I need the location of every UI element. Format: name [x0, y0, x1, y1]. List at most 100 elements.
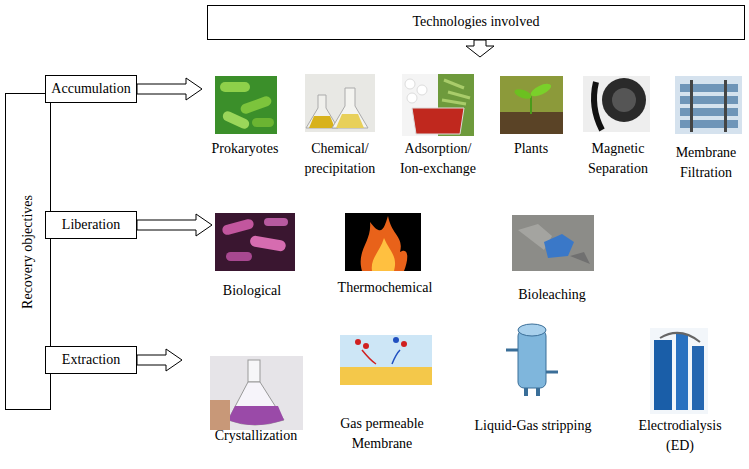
gas-membrane-image — [363, 343, 369, 349]
adsorption-image — [412, 108, 464, 134]
prokaryotes-image — [252, 118, 274, 127]
electrodialysis-image — [654, 340, 672, 410]
technology-caption: Thermochemical — [320, 278, 450, 298]
box-text: Accumulation — [51, 81, 130, 97]
prokaryotes-image — [239, 95, 272, 115]
right-arrow — [137, 214, 212, 236]
biological-image — [215, 213, 295, 271]
box-text: Liberation — [62, 217, 120, 233]
gas-membrane-image — [340, 335, 432, 367]
flame-image — [372, 238, 395, 271]
stripping-tower-image — [506, 350, 558, 372]
technology-caption: Chemical/ precipitation — [294, 139, 386, 179]
technology-caption: Liquid-Gas stripping — [453, 416, 613, 436]
membrane-filtration-image — [690, 80, 693, 132]
plant-image — [500, 76, 563, 134]
magnetic-image — [594, 82, 602, 130]
membrane-filtration-image — [680, 84, 738, 92]
technology-caption: Biological — [197, 281, 307, 301]
technology-caption: Magnetic Separation — [580, 139, 656, 179]
adsorption-image — [402, 74, 474, 136]
down-arrow — [466, 40, 494, 57]
bioleaching-image — [570, 252, 590, 264]
bioleaching-image — [544, 234, 574, 258]
right-arrow — [137, 78, 212, 371]
stripping-tower-image — [524, 388, 528, 396]
right-arrow — [137, 78, 202, 100]
down-arrow — [466, 40, 494, 57]
magnetic-image — [612, 88, 636, 112]
gas-membrane-image — [393, 337, 399, 343]
flame-image — [361, 216, 408, 271]
prokaryotes-image — [215, 76, 277, 134]
technology-caption: Gas permeable Membrane — [330, 414, 434, 454]
plant-image — [529, 81, 553, 98]
box-text: Recovery objectives — [20, 195, 36, 309]
prokaryotes-image — [215, 76, 277, 134]
chemical-image — [309, 116, 335, 128]
crystallization-image — [210, 356, 303, 430]
box-text: Extraction — [62, 352, 120, 368]
gas-membrane-image — [401, 341, 407, 347]
biological-image — [215, 213, 295, 271]
prokaryotes-image — [221, 110, 251, 131]
gas-membrane-image — [362, 350, 376, 364]
label-box: Accumulation — [45, 75, 137, 103]
electrodialysis-image — [650, 328, 708, 414]
technology-caption: Prokaryotes — [185, 139, 305, 159]
box-text: Technologies involved — [413, 14, 540, 30]
label-box: Extraction — [45, 346, 137, 374]
flame-image — [345, 213, 421, 271]
chemical-image — [305, 74, 375, 132]
technology-caption: Membrane Filtration — [668, 143, 744, 183]
membrane-filtration-image — [675, 76, 742, 134]
technology-caption: Bioleaching — [497, 285, 607, 305]
stripping-tower-image — [506, 324, 558, 396]
stripping-tower-image — [536, 388, 540, 396]
chemical-image — [306, 95, 338, 128]
membrane-filtration-image — [680, 120, 738, 128]
magnetic-image — [583, 76, 650, 132]
biological-image — [226, 252, 252, 261]
stripping-tower-image — [518, 330, 546, 388]
stripping-tower-image — [518, 324, 546, 336]
biological-image — [249, 235, 286, 252]
bioleaching-image — [512, 215, 594, 271]
technology-caption: Adsorption/ Ion-exchange — [392, 139, 484, 179]
biological-image — [264, 218, 288, 226]
crystallization-image — [228, 382, 284, 425]
membrane-filtration-image — [724, 80, 727, 132]
chemical-image — [305, 74, 375, 132]
adsorption-image — [442, 80, 470, 104]
prokaryotes-image — [220, 82, 250, 92]
plant-image — [500, 112, 563, 134]
adsorption-image — [405, 79, 415, 89]
gas-membrane-image — [340, 335, 432, 385]
plant-image — [530, 96, 532, 114]
technology-caption: Electrodialysis (ED) — [631, 416, 729, 456]
label-box: Technologies involved — [207, 5, 745, 40]
membrane-filtration-image — [675, 76, 742, 134]
crystallization-image — [210, 400, 230, 430]
gas-membrane-image — [340, 367, 432, 385]
electrodialysis-image — [660, 333, 700, 342]
crystallization-image — [228, 406, 284, 425]
label-box: Liberation — [45, 211, 137, 239]
bioleaching-image — [512, 215, 594, 271]
electrodialysis-image — [676, 334, 688, 410]
flame-image — [345, 213, 421, 271]
electrodialysis-image — [692, 346, 704, 410]
electrodialysis-image — [650, 328, 708, 414]
crystallization-image — [248, 360, 260, 382]
gas-membrane-image — [355, 339, 361, 345]
chemical-image — [336, 114, 364, 128]
adsorption-image — [407, 93, 417, 103]
right-arrow — [137, 349, 182, 371]
crystallization-image — [210, 356, 303, 430]
technology-caption: Crystallization — [191, 426, 321, 446]
plant-image — [500, 76, 563, 134]
magnetic-image — [602, 78, 646, 122]
magnetic-image — [583, 76, 650, 132]
membrane-filtration-image — [680, 108, 738, 116]
biological-image — [221, 218, 254, 236]
